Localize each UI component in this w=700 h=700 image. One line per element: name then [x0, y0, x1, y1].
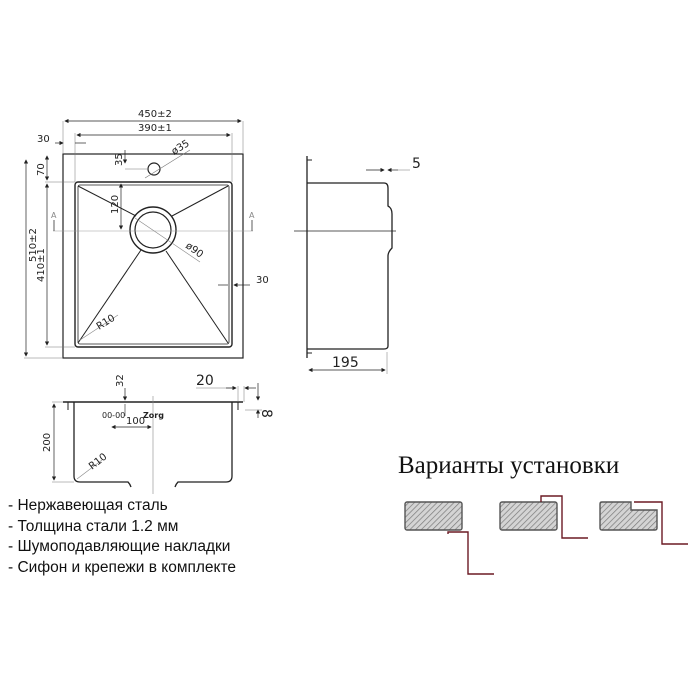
bowl-outline	[74, 181, 233, 348]
feature-item: - Толщина стали 1.2 мм	[8, 517, 179, 535]
dim-front-radius: R10	[87, 452, 109, 473]
installation-variant-undermount	[599, 501, 688, 545]
dim-drain-distance: 100	[126, 416, 145, 427]
dim-side-depth: 195	[332, 355, 359, 371]
dim-bowl-width: 390±1	[138, 123, 172, 134]
dim-flange-height: 8	[258, 409, 274, 418]
dim-tap-diameter: ø35	[170, 138, 192, 157]
features-list: - Нержавеющая сталь - Толщина стали 1.2 …	[8, 496, 236, 578]
dim-flange-width: 20	[196, 373, 214, 389]
dim-corner-radius: R10	[95, 313, 118, 333]
front-view-dimensions: 32 20 8 200 100 R10 00-00 Zorg	[42, 373, 274, 472]
dim-overall-depth: 510±2	[28, 228, 39, 262]
installation-title: Варианты установки	[398, 452, 620, 479]
installation-variant-overmount	[404, 501, 494, 575]
dim-drain-diameter: ø90	[183, 241, 205, 261]
dim-flange-back: 70	[36, 163, 47, 176]
section-marker-left: A	[51, 211, 57, 220]
overflow-label: 00-00	[102, 411, 125, 420]
dim-flange-right: 30	[256, 275, 269, 286]
brand-logo: Zorg	[143, 411, 164, 420]
feature-item: - Нержавеющая сталь	[8, 497, 168, 514]
installation-variant-flush	[499, 495, 588, 539]
side-view	[294, 156, 410, 374]
drain-ring	[129, 206, 177, 254]
tap-hole	[147, 162, 161, 176]
dim-flange-thickness: 5	[412, 156, 421, 172]
dim-front-height: 200	[42, 433, 53, 452]
top-view	[23, 118, 253, 359]
section-marker-right: A	[249, 211, 255, 220]
dim-tap-offset: 35	[114, 153, 125, 166]
dim-flange-side: 30	[37, 134, 50, 145]
flange-outline	[62, 153, 244, 359]
feature-item: - Шумоподавляющие накладки	[8, 538, 231, 555]
feature-item: - Сифон и крепежи в комплекте	[8, 558, 237, 576]
dim-overflow-offset: 32	[115, 374, 126, 387]
front-view	[51, 383, 262, 494]
dim-bowl-depth: 410±1	[36, 248, 47, 282]
dim-drain-offset: 120	[110, 195, 121, 214]
top-view-dimensions: 450±2 390±1 30 510±2 410±1 70 35 ø35 120…	[28, 109, 269, 333]
dim-overall-width: 450±2	[138, 109, 172, 120]
